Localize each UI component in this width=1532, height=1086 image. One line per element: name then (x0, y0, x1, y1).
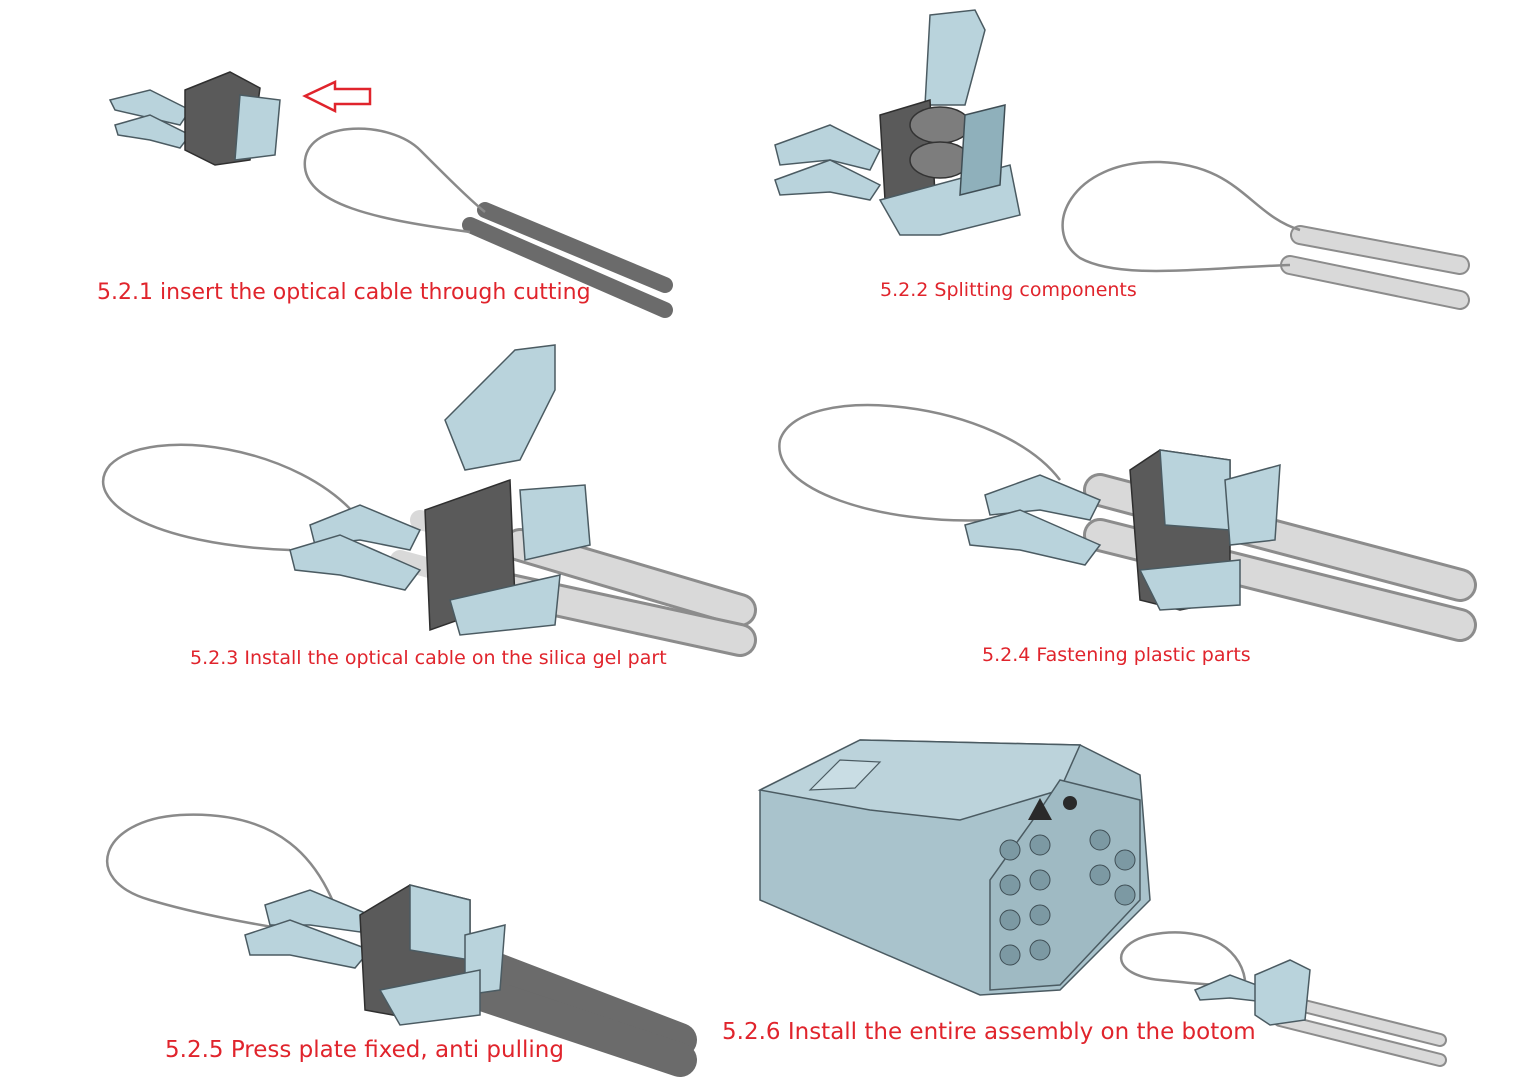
step-2-top-plate (924, 9, 986, 106)
step-5-clamp-arm-bottom (244, 919, 372, 969)
caption-step-3: 5.2.3 Install the optical cable on the s… (190, 647, 667, 669)
step-5-base-plate (378, 969, 481, 1026)
caption-step-4: 5.2.4 Fastening plastic parts (982, 644, 1251, 666)
step-4-clamp-arm-bottom (964, 509, 1102, 566)
step-1-illustration (108, 71, 673, 318)
step-1-cable-a (462, 217, 673, 318)
step-1-wire-loop (303, 127, 486, 234)
step-3-clamp-arm-bottom (289, 534, 422, 591)
step-4-wire-loop (778, 403, 1061, 522)
step-2-clip (959, 104, 1006, 196)
step-3-wire-loop (102, 443, 361, 552)
step-6-illustration (757, 739, 1447, 1067)
step-6-wire-loop (1120, 931, 1247, 987)
step-1-clamp-arm-bottom (114, 114, 192, 149)
caption-step-2: 5.2.2 Splitting components (880, 279, 1137, 301)
step-4-clamp-arm-top (984, 474, 1102, 521)
step-5-illustration (106, 813, 697, 1077)
step-5-wire-loop (106, 813, 342, 932)
step-2-illustration (774, 9, 1470, 310)
step-6-cable-b (1275, 1015, 1445, 1065)
step-2-clamp-arm-bottom (774, 159, 882, 201)
step-2-cable-a (1292, 227, 1468, 273)
step-6-cable-assembly (1254, 959, 1311, 1026)
warning-icon (1028, 798, 1052, 820)
step-3-illustration (102, 344, 757, 657)
step-1-cable-b (477, 202, 673, 293)
step-2-wire-loop (1061, 160, 1301, 273)
step-3-base-plate (449, 574, 561, 636)
step-1-clamp-arm-top (108, 89, 192, 126)
step-3-clip (519, 484, 591, 561)
step-3-cable-a (506, 531, 754, 624)
caption-step-5: 5.2.5 Press plate fixed, anti pulling (165, 1037, 564, 1063)
step-2-cable-b (1282, 257, 1468, 308)
step-4-illustration (778, 403, 1477, 642)
step-4-clip (1224, 463, 1281, 546)
left-arrow-icon (302, 80, 372, 114)
caption-step-1: 5.2.1 insert the optical cable through c… (97, 280, 591, 305)
step-3-top-plate (444, 344, 556, 471)
step-1-plastic-part (234, 94, 281, 161)
step-6-ports (999, 829, 1136, 966)
step-4-base-plate (1138, 559, 1241, 611)
step-2-clamp-arm-top (774, 124, 882, 171)
caption-step-6: 5.2.6 Install the entire assembly on the… (722, 1019, 1256, 1045)
